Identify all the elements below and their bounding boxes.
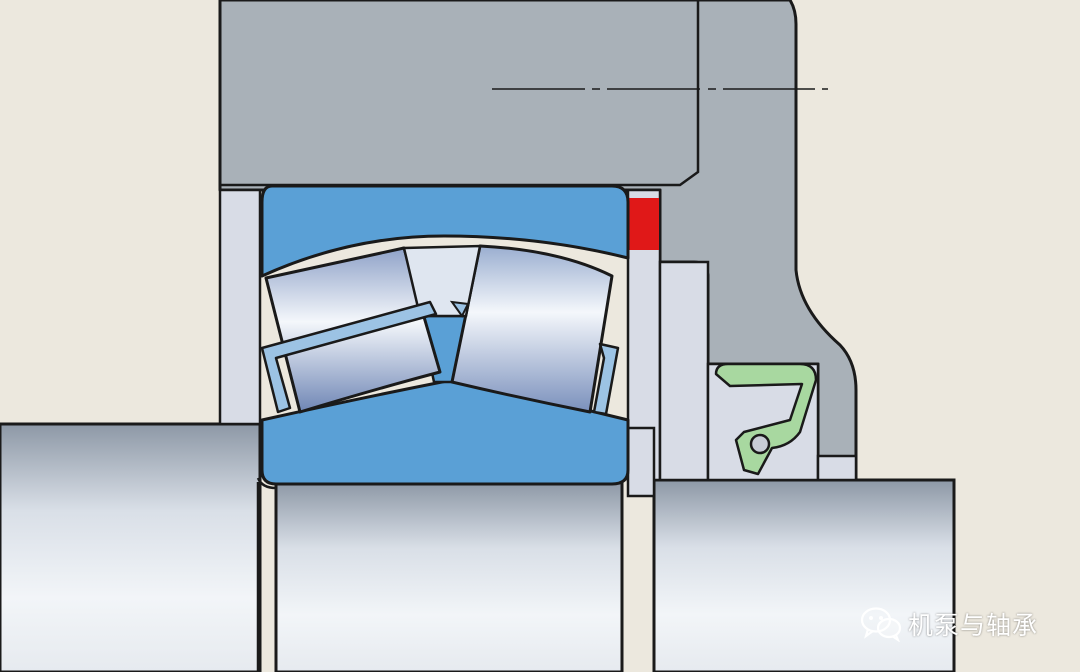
abutment-ring	[626, 426, 656, 498]
spacer-left	[218, 188, 262, 426]
shaft-center	[274, 480, 624, 672]
roller-middle	[402, 244, 482, 318]
cage-left	[260, 300, 438, 414]
watermark: 机泵与轴承	[860, 606, 1038, 642]
wechat-icon	[860, 607, 902, 642]
outer-ring	[260, 184, 630, 278]
highlight-gap	[629, 198, 659, 250]
shaft-right	[652, 478, 956, 672]
shaft-left	[0, 422, 262, 672]
cage-right-end	[592, 342, 620, 416]
seal-spring	[749, 433, 771, 455]
roller-right	[450, 244, 614, 414]
cage-right	[449, 300, 470, 318]
shaft-seal	[714, 362, 818, 476]
seal-housing	[658, 260, 710, 482]
watermark-text: 机泵与轴承	[908, 611, 1039, 640]
